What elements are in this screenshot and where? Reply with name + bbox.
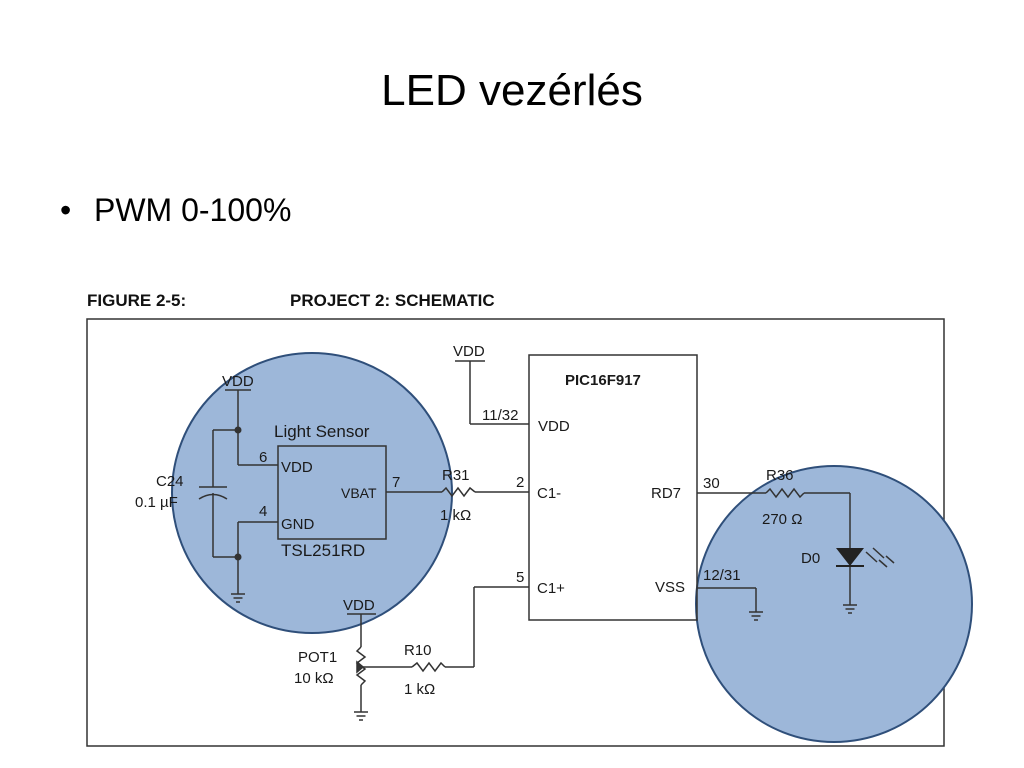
figure-caption: PROJECT 2: SCHEMATIC bbox=[290, 291, 495, 310]
r36-value: 270 Ω bbox=[762, 511, 802, 528]
chip-pin-rd7: 30 bbox=[703, 475, 720, 492]
figure-label: FIGURE 2-5: bbox=[87, 291, 187, 310]
bullet-text: PWM 0-100% bbox=[94, 192, 292, 228]
vdd-label-chip: VDD bbox=[453, 343, 485, 360]
chip-pin-vss: 12/31 bbox=[703, 567, 741, 584]
sensor-pin-gnd: 4 bbox=[259, 503, 267, 520]
c24-name: C24 bbox=[156, 473, 184, 490]
chip-pin-c1m: 2 bbox=[516, 474, 524, 491]
sensor-pin-vbat: 7 bbox=[392, 474, 400, 491]
sensor-part: TSL251RD bbox=[281, 541, 365, 560]
sensor-pin-vdd: 6 bbox=[259, 449, 267, 466]
chip-pin-c1p: 5 bbox=[516, 569, 524, 586]
r10-name: R10 bbox=[404, 642, 432, 659]
pot-name: POT1 bbox=[298, 649, 337, 666]
r10-value: 1 kΩ bbox=[404, 681, 435, 698]
sensor-name: Light Sensor bbox=[274, 422, 370, 441]
pot-value: 10 kΩ bbox=[294, 670, 334, 687]
chip-label-c1m: C1- bbox=[537, 485, 561, 502]
sensor-label-gnd: GND bbox=[281, 516, 315, 533]
slide-title: LED vezérlés bbox=[381, 66, 643, 115]
r31-value: 1 kΩ bbox=[440, 507, 471, 524]
vdd-label-sensor: VDD bbox=[222, 373, 254, 390]
junction-dot bbox=[234, 426, 242, 434]
sensor-label-vdd: VDD bbox=[281, 459, 313, 476]
led-name: D0 bbox=[801, 550, 820, 567]
bullet-item: • PWM 0-100% bbox=[60, 192, 291, 229]
highlight-circle-led bbox=[695, 465, 973, 743]
junction-dot bbox=[234, 553, 242, 561]
sensor-label-vbat: VBAT bbox=[341, 485, 377, 501]
r31-name: R31 bbox=[442, 467, 470, 484]
led-diode-icon bbox=[836, 548, 864, 566]
chip-label-vss: VSS bbox=[655, 579, 685, 596]
ground-icon bbox=[353, 711, 369, 721]
chip-label-rd7: RD7 bbox=[651, 485, 681, 502]
c24-value: 0.1 µF bbox=[135, 494, 178, 511]
chip-name: PIC16F917 bbox=[565, 372, 641, 389]
chip-pin-vdd: 11/32 bbox=[482, 407, 518, 424]
vdd-label-pot: VDD bbox=[343, 597, 375, 614]
chip-label-c1p: C1+ bbox=[537, 580, 565, 597]
r36-name: R36 bbox=[766, 467, 794, 484]
chip-label-vdd: VDD bbox=[538, 418, 570, 435]
highlight-circle-sensor bbox=[171, 352, 453, 634]
bullet-dot: • bbox=[60, 192, 72, 228]
